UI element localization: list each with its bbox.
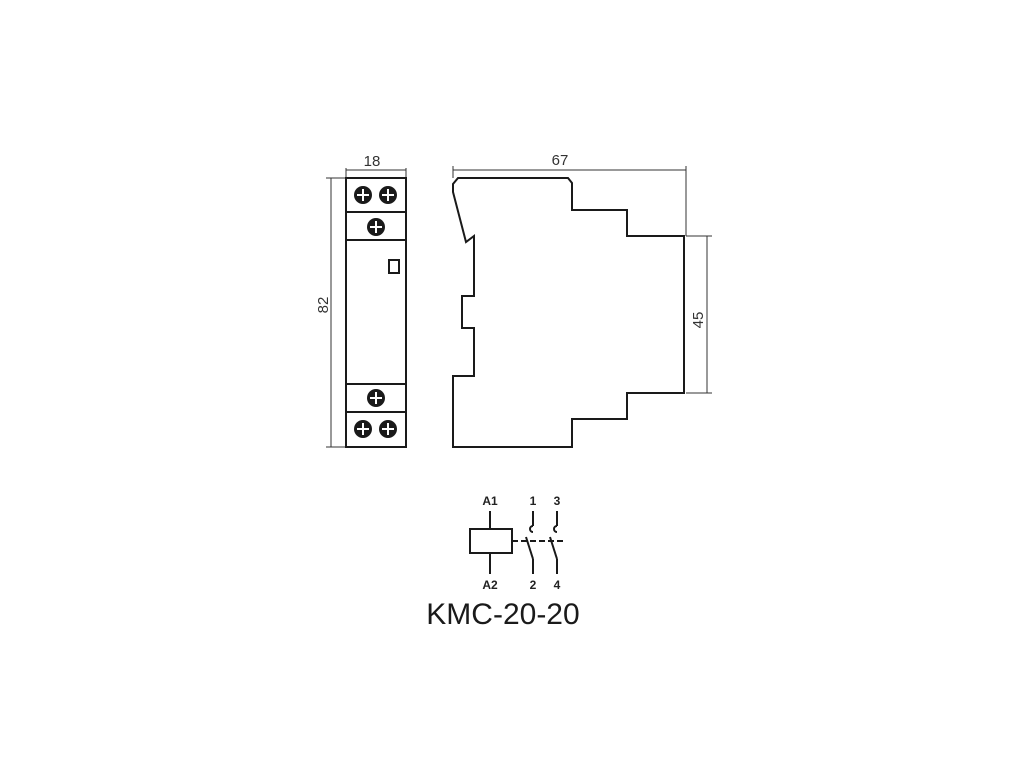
terminal-label-1: 1	[530, 494, 537, 508]
model-name: KMC-20-20	[426, 598, 579, 631]
side-profile	[452, 177, 685, 448]
dim-82-label: 82	[315, 297, 332, 314]
terminal-label-2: 2	[530, 578, 537, 592]
contact2-blade	[549, 536, 558, 560]
contact1-blade	[525, 536, 534, 560]
dim-45-label: 45	[690, 312, 707, 329]
dim-18-label: 18	[364, 153, 381, 170]
screw-icon	[367, 389, 385, 407]
coil-symbol	[469, 528, 513, 554]
terminal-label-a2: A2	[482, 578, 498, 592]
dim-67-label: 67	[552, 152, 569, 169]
contact2-terminal	[553, 525, 558, 533]
schematic: A1 A2 1 3 2 4 KMC-20-20	[426, 494, 579, 631]
front-view: 18 82	[315, 153, 407, 448]
screw-icon	[367, 218, 385, 236]
indicator-window	[388, 259, 400, 274]
terminal-label-a1: A1	[482, 494, 498, 508]
front-body	[345, 177, 407, 448]
screw-icon	[379, 420, 397, 438]
screw-icon	[379, 186, 397, 204]
terminal-label-4: 4	[554, 578, 561, 592]
contact1-terminal	[529, 525, 534, 533]
side-view: 67 45	[452, 152, 712, 448]
terminal-label-3: 3	[554, 494, 561, 508]
screw-icon	[354, 420, 372, 438]
screw-icon	[354, 186, 372, 204]
